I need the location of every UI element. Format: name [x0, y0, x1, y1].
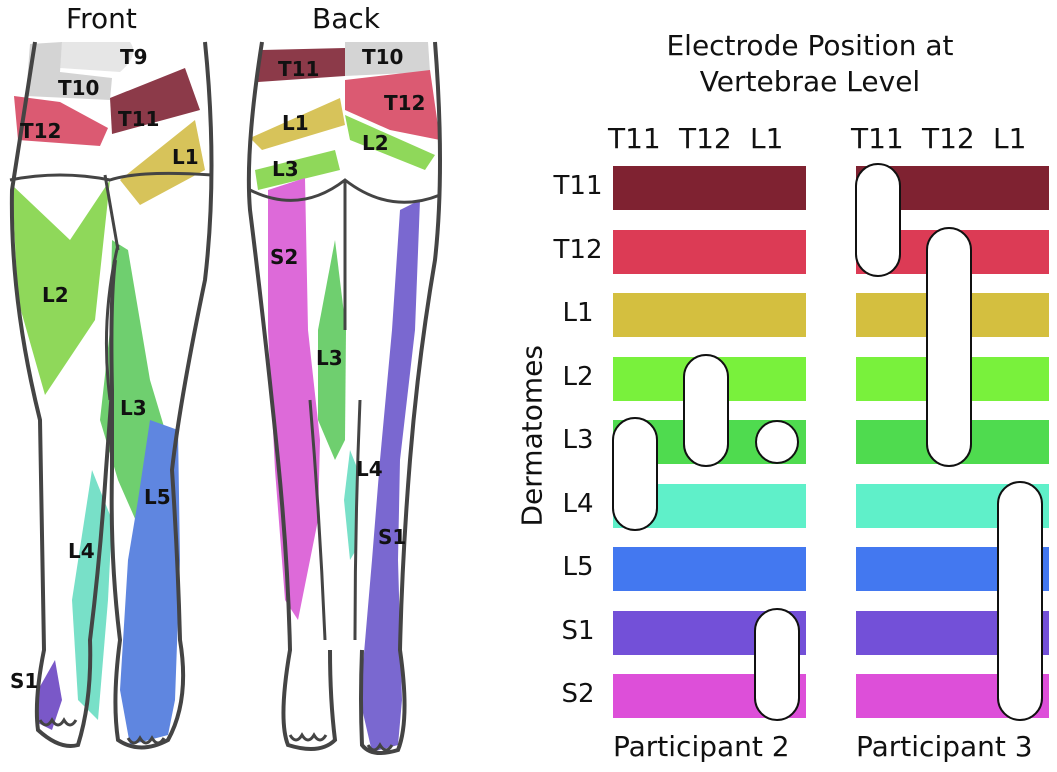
front-label-l4: L4	[68, 539, 95, 563]
front-leg-figure: T9 T10 T11 T12 L1 L2 L3 L4 L5 S1	[9, 41, 214, 750]
back-leg-figure: T10 T11 T12 L1 L2 L3 L3 S2 L4 S1	[246, 41, 442, 756]
participant-label: Participant 3	[856, 730, 1033, 763]
column-header-l1: L1	[993, 122, 1027, 155]
back-region-t11	[258, 48, 345, 82]
electrode-l1	[755, 420, 799, 464]
back-label-l3-lower: L3	[316, 346, 343, 370]
electrode-t11	[612, 417, 658, 531]
dermatome-bar-t12	[613, 229, 806, 274]
back-label-s2: S2	[270, 245, 298, 269]
dermatome-label-l5: L5	[562, 552, 594, 582]
front-region-t12	[14, 96, 108, 146]
back-label-l1: L1	[282, 111, 309, 135]
back-region-l3-top	[255, 150, 340, 190]
front-region-l1	[120, 120, 205, 205]
back-label-l3-upper: L3	[272, 157, 299, 181]
front-label-s1: S1	[10, 669, 38, 693]
front-label-l2: L2	[42, 283, 69, 307]
front-region-t10	[26, 42, 112, 100]
front-region-s1	[36, 660, 62, 730]
dermatome-label-l4: L4	[562, 488, 594, 519]
front-region-t11	[110, 68, 200, 134]
back-label-t10: T10	[362, 45, 403, 69]
back-label-l4: L4	[356, 457, 383, 481]
back-region-l2	[345, 115, 435, 170]
y-axis-label: Dermatomes	[515, 345, 549, 527]
front-label-t9: T9	[120, 45, 148, 69]
front-region-l4	[72, 470, 112, 720]
dermatome-bar-l5	[613, 547, 806, 591]
dermatome-label-l3: L3	[562, 425, 594, 455]
dermatome-label-s2: S2	[561, 679, 595, 709]
back-region-l1	[250, 98, 345, 150]
column-header-l1: L1	[750, 122, 784, 155]
dermatome-bar-l1	[613, 293, 806, 337]
front-region-l2	[12, 180, 110, 395]
back-region-s1	[360, 200, 420, 752]
dermatome-label-l1: L1	[562, 298, 594, 328]
participant-label: Participant 2	[613, 730, 790, 763]
electrode-t12	[683, 353, 729, 467]
front-label-t10: T10	[58, 76, 99, 100]
back-region-l4	[344, 450, 358, 560]
front-label-l3: L3	[120, 396, 147, 420]
front-label-l5: L5	[144, 485, 171, 509]
front-region-t9	[60, 42, 134, 72]
back-region-l3	[318, 240, 346, 460]
front-label-l1: L1	[172, 145, 199, 169]
chart-title-line1: Electrode Position at	[666, 29, 954, 62]
chart-title-line2: Vertebrae Level	[699, 65, 921, 98]
dermatome-label-l2: L2	[562, 361, 594, 392]
back-label-t11: T11	[278, 57, 319, 81]
electrode-l1	[997, 480, 1043, 721]
front-label-t12: T12	[20, 119, 61, 143]
electrode-t12	[926, 226, 972, 467]
back-label-t12: T12	[384, 91, 425, 115]
back-region-t10	[345, 42, 430, 76]
leg-dermatome-illustration: T9 T10 T11 T12 L1 L2 L3 L4 L5 S1 T10 T11…	[9, 41, 442, 756]
dermatome-bar-t11	[613, 166, 806, 210]
dermatome-label-t11: T11	[553, 171, 603, 201]
back-label-l2: L2	[362, 131, 389, 155]
back-view-title: Back	[312, 2, 380, 35]
column-header-t11: T11	[851, 122, 904, 155]
front-region-l5	[120, 420, 180, 745]
column-header-t12: T12	[679, 122, 732, 155]
back-region-t12	[345, 70, 440, 140]
chart-title: Electrode Position at Vertebrae Level	[600, 28, 1020, 100]
electrode-t11	[855, 163, 901, 277]
electrode-l1	[754, 607, 800, 721]
dermatome-label-s1: S1	[561, 615, 595, 646]
dermatome-label-t12: T12	[553, 234, 603, 265]
front-label-t11: T11	[118, 107, 159, 131]
front-view-title: Front	[66, 2, 137, 35]
column-header-t12: T12	[922, 122, 975, 155]
column-header-t11: T11	[608, 122, 661, 155]
back-label-s1: S1	[378, 525, 406, 549]
